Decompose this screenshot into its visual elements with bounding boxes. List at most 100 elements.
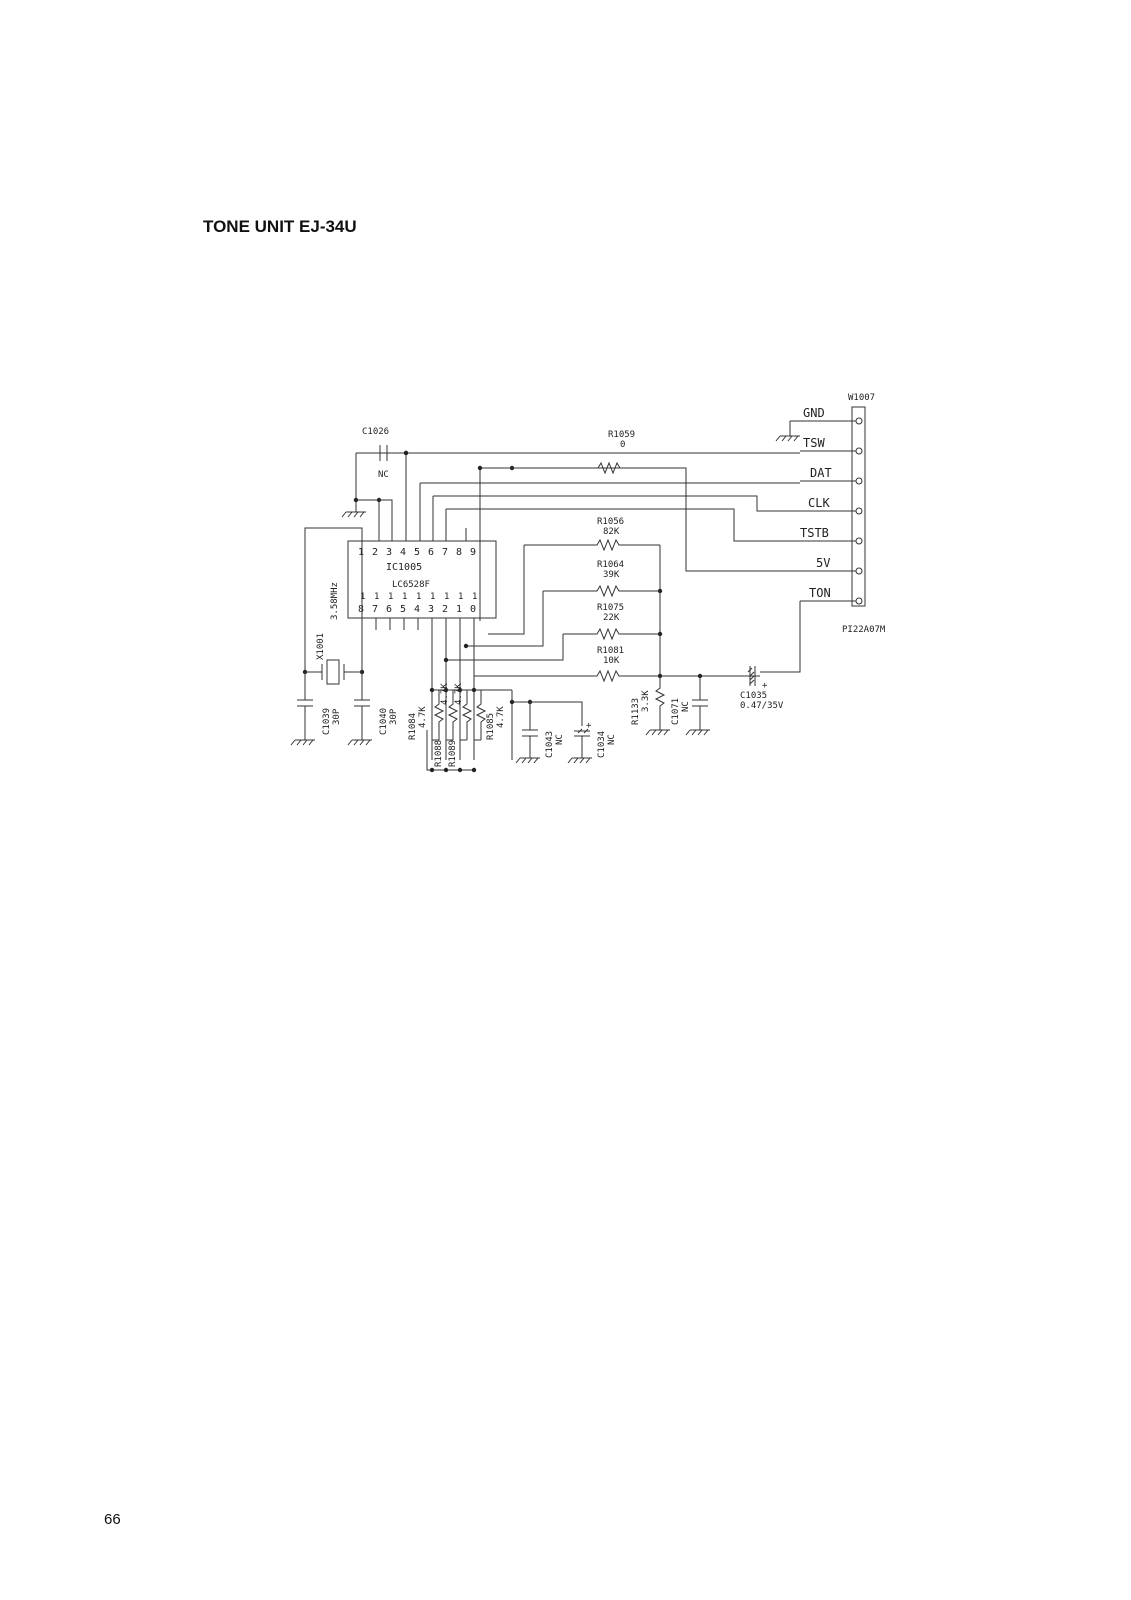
r1081-ref: R1081: [597, 646, 624, 656]
r1081-value: 10K: [603, 656, 620, 666]
ic-bottom-pin-11-units: 1: [456, 604, 462, 615]
tstb-rail: [446, 508, 800, 542]
ic-bottom-pin-13-tens: 1: [430, 592, 435, 602]
ic-bottom-pin-16-units: 6: [386, 604, 392, 615]
ic-bottom-pin-14-units: 4: [414, 604, 420, 615]
pin-label-clk: CLK: [808, 496, 830, 510]
c1071-ref: C1071: [671, 698, 681, 725]
capacitor-c1039: C1039 30P: [290, 672, 342, 746]
ic-top-pin-8: 8: [456, 547, 462, 558]
connector-w1007: W1007 GND TSW DAT CLK TSTB 5V TON PI22A0…: [775, 393, 886, 635]
ic-part: LC6528F: [392, 580, 430, 590]
ic-bottom-pin-12-tens: 1: [444, 592, 449, 602]
c1035-value: 0.47/35V: [740, 701, 784, 711]
c1035-plus: +: [762, 681, 768, 691]
ic-top-pin-7: 7: [442, 547, 448, 558]
ic-bottom-pin-10-units: 0: [470, 604, 476, 615]
connector-part: PI22A07M: [842, 625, 886, 635]
pin-label-5v: 5V: [816, 556, 830, 570]
5v-rail: [512, 467, 800, 572]
ic-top-pin-5: 5: [414, 547, 420, 558]
pin-label-tstb: TSTB: [800, 526, 829, 540]
signal-wires: [356, 452, 801, 673]
page-title: TONE UNIT EJ-34U: [203, 217, 357, 236]
r1084-value: 4.7K: [418, 706, 428, 728]
c1034-value: NC: [607, 734, 617, 745]
ic-bottom-pin-11-tens: 1: [458, 592, 463, 602]
connector-pin-3: [855, 477, 863, 485]
page-number: 66: [104, 1511, 121, 1528]
ic-bottom-pin-17-units: 7: [372, 604, 378, 615]
ic-top-pin-9: 9: [470, 547, 476, 558]
r1133-value: 3.3K: [641, 690, 651, 712]
ic-body: [347, 540, 497, 619]
connector-pin-6: [855, 567, 863, 575]
ic-bottom-pin-15-tens: 1: [402, 592, 407, 602]
connector-pin-5: [855, 537, 863, 545]
ic-bottom-pin-18-tens: 1: [360, 592, 365, 602]
pin-label-ton: TON: [809, 586, 831, 600]
ic-bottom-pin-18-units: 8: [358, 604, 364, 615]
r1075-ref: R1075: [597, 603, 624, 613]
x1001-ref: X1001: [316, 633, 326, 660]
ic-top-pin-3: 3: [386, 547, 392, 558]
resistor-ladder: R1056 82K R1064 39K R1075 22K R1081 10K: [443, 517, 760, 683]
ic-top-pin-4: 4: [400, 547, 406, 558]
capacitor-c1026: C1026 NC: [355, 427, 409, 541]
capacitor-c1043: C1043 NC: [509, 699, 583, 764]
connector-pin-4: [855, 507, 863, 515]
r1056-ref: R1056: [597, 517, 624, 527]
r1088-ref: R1088: [434, 740, 444, 767]
ic-bottom-pin-14-tens: 1: [416, 592, 421, 602]
ic-ref: IC1005: [386, 562, 422, 573]
connector-ref: W1007: [848, 393, 875, 403]
ic-bottom-pin-12-units: 2: [442, 604, 448, 615]
gnd-symbol: [775, 421, 800, 442]
capacitor-c1035: + C1035 0.47/35V: [740, 666, 784, 711]
c1026-value: NC: [378, 470, 389, 480]
r1056-value: 82K: [603, 527, 620, 537]
c1039-value: 30P: [332, 708, 342, 725]
r1059-value: 0: [620, 440, 625, 450]
r1084-ref: R1084: [408, 713, 418, 740]
c1026-ref: C1026: [362, 427, 389, 437]
ic-bottom-pin-10-tens: 1: [472, 592, 477, 602]
crystal-x1001: X1001 3.58MHz: [302, 527, 365, 685]
resistor-r1133: R1133 3.3K: [631, 676, 670, 736]
resistor-bank: R1084 4.7K 4.7K 4.7K R1088 R1089 R1085 4…: [408, 683, 513, 773]
c1043-ref: C1043: [545, 731, 555, 758]
c1034-plus: +: [586, 721, 592, 731]
r1085-value: 4.7K: [496, 706, 506, 728]
connector-pin-1: [855, 417, 863, 425]
connector-pin-2: [855, 447, 863, 455]
ic-bottom-pin-16-tens: 1: [388, 592, 393, 602]
capacitor-c1040: C1040 30P: [347, 672, 399, 746]
pin-label-gnd: GND: [803, 406, 825, 420]
ic-top-pin-1: 1: [358, 547, 364, 558]
capacitor-c1034: + C1034 NC: [567, 721, 617, 764]
pin-label-dat: DAT: [810, 466, 832, 480]
resistor-r1059: R1059 0: [477, 430, 635, 621]
connector-pin-7: [855, 597, 863, 605]
r1089-value: 4.7K: [454, 683, 464, 705]
ic-bottom-pin-13-units: 3: [428, 604, 434, 615]
ton-rail: [760, 601, 801, 673]
c1071-value: NC: [681, 701, 691, 712]
c1035-ref: C1035: [740, 691, 767, 701]
r1064-ref: R1064: [597, 560, 624, 570]
pin-label-tsw: TSW: [803, 436, 825, 450]
ic-top-pin-2: 2: [372, 547, 378, 558]
r1133-ref: R1133: [631, 698, 641, 725]
capacitor-c1071: C1071 NC: [671, 676, 710, 736]
r1064-value: 39K: [603, 570, 620, 580]
ic-bottom-pin-15-units: 5: [400, 604, 406, 615]
c1043-value: NC: [555, 734, 565, 745]
r1085-ref: R1085: [486, 713, 496, 740]
c1040-ref: C1040: [379, 708, 389, 735]
r1088-value: 4.7K: [440, 683, 450, 705]
c1040-value: 30P: [389, 708, 399, 725]
r1075-value: 22K: [603, 613, 620, 623]
ic-bottom-pin-17-tens: 1: [374, 592, 379, 602]
r1059-ref: R1059: [608, 430, 635, 440]
